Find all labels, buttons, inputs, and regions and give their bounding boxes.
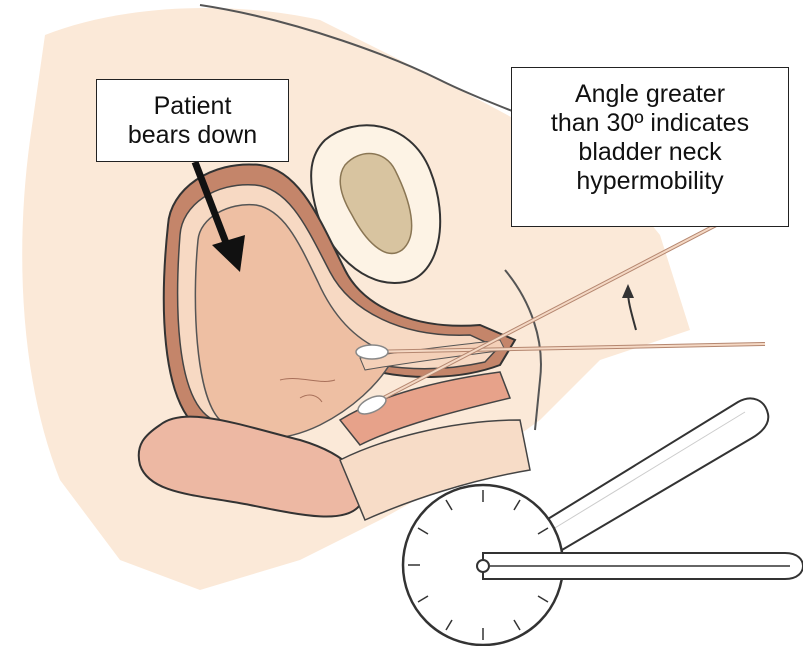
label-right-line-1: Angle greater <box>512 80 788 109</box>
label-angle-hypermobility: Angle greater than 30º indicates bladder… <box>511 67 789 227</box>
label-right-line-4: hypermobility <box>512 167 788 196</box>
label-right-line-2: than 30º indicates <box>512 109 788 138</box>
label-left-line-1: Patient <box>97 92 288 121</box>
label-right-line-3: bladder neck <box>512 138 788 167</box>
label-left-line-2: bears down <box>97 121 288 150</box>
label-patient-bears-down: Patient bears down <box>96 79 289 162</box>
